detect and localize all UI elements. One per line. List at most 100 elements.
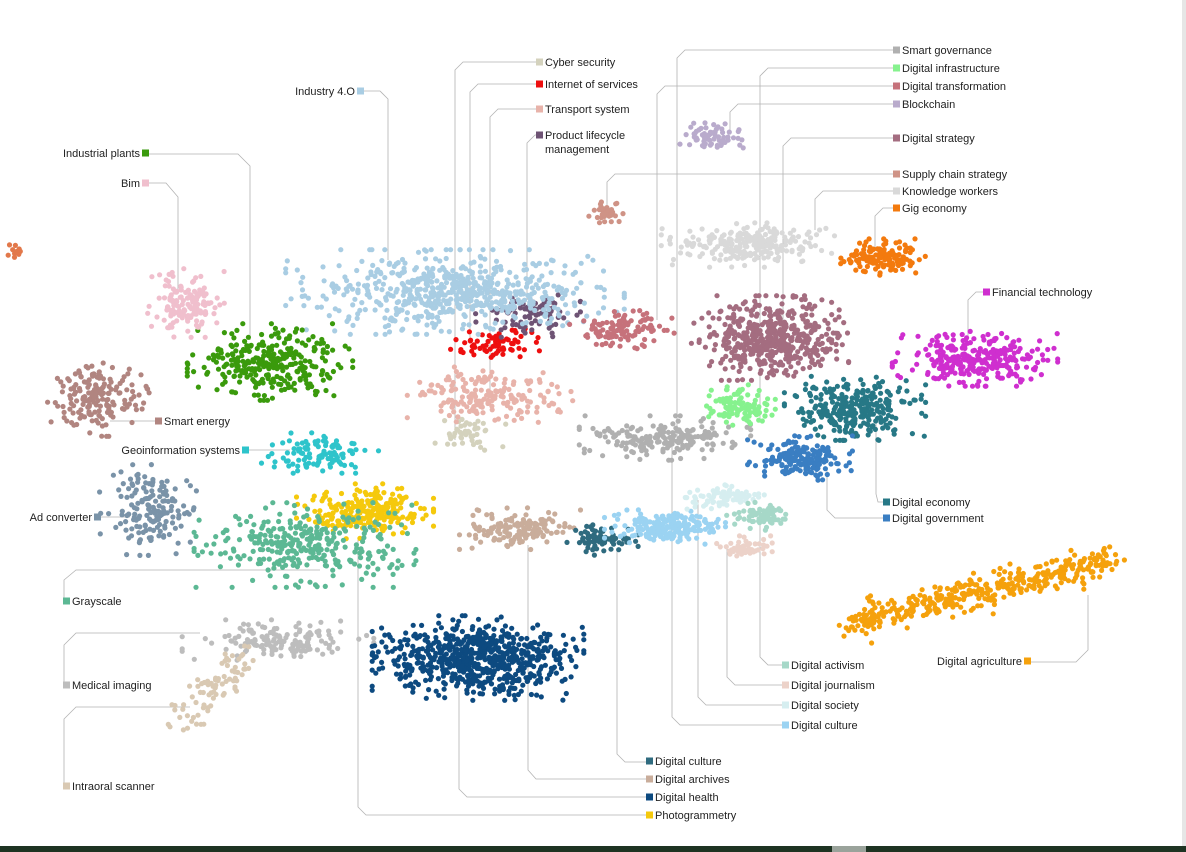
- scatter-point: [600, 268, 607, 274]
- scatter-point: [502, 623, 508, 629]
- scatter-point: [1026, 577, 1033, 583]
- scatter-point: [473, 535, 479, 541]
- cluster-digital-society-18: [682, 482, 767, 512]
- scatter-point: [419, 300, 425, 306]
- scatter-point: [538, 694, 544, 700]
- scatter-point: [285, 550, 291, 556]
- scatter-point: [843, 416, 849, 422]
- scatter-point: [732, 521, 738, 527]
- scatter-point: [177, 714, 183, 721]
- scatter-point: [976, 586, 982, 592]
- scatter-point: [555, 408, 561, 414]
- scatter-point: [470, 697, 476, 703]
- scatter-point: [386, 261, 392, 267]
- scatter-point: [220, 692, 226, 698]
- scatter-point: [831, 393, 838, 400]
- scatter-point: [349, 286, 356, 292]
- scatter-point: [554, 287, 561, 293]
- scatter-point: [224, 527, 230, 534]
- scatter-point: [353, 470, 359, 476]
- scatter-point: [889, 597, 895, 603]
- scatter-point: [211, 311, 217, 317]
- scatter-point: [821, 434, 827, 440]
- scatter-point: [199, 321, 205, 327]
- scatter-point: [514, 646, 520, 653]
- scatter-point: [229, 331, 235, 337]
- leader-line: [469, 83, 538, 343]
- scatter-point: [553, 670, 560, 676]
- scatter-point: [516, 676, 522, 682]
- scatter-point: [295, 468, 301, 474]
- scatter-point: [229, 351, 235, 357]
- scatter-point: [221, 300, 227, 306]
- scatter-point: [454, 636, 461, 642]
- scatter-point: [424, 331, 430, 337]
- scatter-point: [509, 298, 515, 304]
- scatter-point: [242, 643, 248, 649]
- scatter-point: [551, 283, 557, 289]
- scatter-point: [529, 320, 535, 326]
- scatter-point: [299, 533, 305, 539]
- scatter-point: [552, 651, 558, 657]
- scatter-point: [475, 418, 481, 424]
- scatter-point: [212, 305, 218, 311]
- scatter-point: [292, 510, 298, 516]
- scatter-point: [594, 284, 600, 290]
- scatter-point: [60, 403, 66, 410]
- scatter-point: [473, 678, 479, 684]
- scatter-point: [849, 433, 856, 439]
- scatter-point: [415, 286, 421, 293]
- scatter-point: [802, 386, 809, 393]
- scatter-point: [505, 309, 511, 315]
- scatter-point: [498, 661, 504, 667]
- cluster-medical-imaging-12: [179, 617, 377, 663]
- scatter-point: [1097, 574, 1103, 580]
- scatter-point: [707, 521, 713, 528]
- scatter-point: [903, 378, 909, 384]
- scatter-point: [336, 263, 342, 269]
- scatter-point: [815, 432, 821, 438]
- scatter-point: [446, 431, 452, 437]
- scatter-point: [259, 376, 265, 382]
- scatter-point: [489, 369, 495, 375]
- scatter-point: [83, 379, 89, 385]
- scatter-point: [950, 614, 956, 620]
- scatter-point: [440, 305, 446, 311]
- scatter-point: [379, 659, 385, 666]
- scatter-point: [782, 516, 788, 522]
- scatter-point: [310, 334, 316, 340]
- scatter-point: [890, 616, 896, 622]
- scatter-point: [400, 514, 406, 520]
- scatter-point: [421, 272, 427, 278]
- scatter-point: [668, 517, 674, 523]
- scatter-point: [181, 702, 187, 708]
- scatter-point: [390, 571, 396, 578]
- scatter-point: [678, 530, 685, 536]
- scatter-point: [373, 489, 379, 495]
- scatter-point: [1052, 570, 1058, 576]
- scatter-point: [292, 530, 298, 536]
- scatter-point: [330, 573, 336, 579]
- scatter-point: [865, 387, 871, 394]
- scatter-point: [454, 646, 460, 653]
- scatter-point: [862, 606, 868, 613]
- scatter-point: [342, 343, 348, 349]
- scatter-point: [352, 561, 358, 567]
- scatter-point: [265, 372, 271, 378]
- scatter-point: [272, 584, 278, 590]
- scatter-point: [149, 482, 155, 488]
- scatter-point: [149, 274, 155, 280]
- scatter-point: [502, 325, 508, 331]
- scatter-point: [532, 318, 538, 324]
- scatter-point: [138, 372, 144, 378]
- scatter-point: [809, 418, 815, 424]
- scatter-point: [275, 330, 281, 336]
- scatter-point: [493, 655, 499, 661]
- scatter-point: [412, 631, 418, 637]
- scatter-point: [577, 298, 584, 304]
- scatter-point: [156, 295, 162, 301]
- scatter-point: [459, 326, 466, 332]
- scatter-point: [867, 609, 873, 615]
- scatter-point: [239, 672, 245, 678]
- scatter-point: [172, 486, 178, 492]
